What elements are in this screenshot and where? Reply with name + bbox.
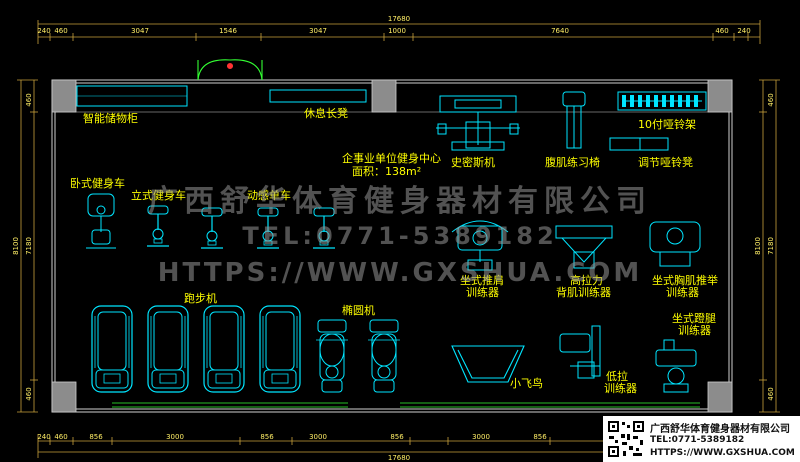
dim-top-3: 1546	[219, 27, 237, 35]
smith-machine	[436, 95, 520, 151]
elliptical-1	[315, 319, 349, 393]
dim-left-3: 460	[25, 387, 33, 400]
lat-pulldown	[555, 225, 613, 269]
dim-bottom-4: 856	[260, 433, 274, 441]
corner-tel: TEL:0771-5389182	[650, 435, 745, 445]
label-ab-bench: 腹肌练习椅	[545, 155, 600, 169]
spin-bike-1	[200, 207, 224, 249]
upright-bike	[146, 205, 170, 247]
recumbent-bike	[86, 193, 116, 249]
dim-right-2: 7180	[767, 237, 775, 255]
label-chest-press-2: 训练器	[666, 285, 699, 299]
spin-bike-2	[256, 207, 280, 249]
center-area: 面积：138m²	[352, 165, 421, 178]
dim-right-1: 8100	[754, 237, 762, 255]
rest-bench	[269, 89, 367, 103]
label-lat-pulldown-1: 高拉力	[570, 273, 603, 287]
smart-locker	[76, 85, 188, 107]
dim-left-2: 7180	[25, 237, 33, 255]
side-dimension-lines	[17, 79, 780, 413]
label-adjustable-bench: 调节哑铃凳	[638, 155, 693, 169]
label-leg-trainer-2: 训练器	[678, 323, 711, 337]
elliptical-2	[367, 319, 401, 393]
label-low-row-1: 低拉	[606, 369, 628, 383]
qr-code-icon[interactable]	[607, 420, 645, 458]
windows-bottom	[112, 402, 700, 408]
dim-top-0: 240	[37, 27, 50, 35]
dim-bottom-3: 3000	[166, 433, 184, 441]
dim-top-8: 240	[737, 27, 750, 35]
label-upright-bike: 立式健身车	[131, 188, 186, 202]
label-seated-shoulder-press-1: 坐式推肩	[460, 273, 504, 287]
dim-bottom-6: 856	[390, 433, 404, 441]
chest-press	[649, 221, 701, 267]
dim-bottom-2: 856	[89, 433, 103, 441]
label-spin-bike: 动感单车	[247, 188, 291, 202]
dim-bottom-total: 17680	[388, 454, 410, 462]
dim-bottom-5: 3000	[309, 433, 327, 441]
cable-crossover	[451, 345, 525, 383]
treadmill-3	[203, 305, 245, 393]
seated-leg-trainer	[655, 339, 697, 393]
dim-bottom-0: 240	[37, 433, 50, 441]
label-lat-pulldown-2: 背肌训练器	[556, 285, 611, 299]
dim-top-7: 460	[715, 27, 728, 35]
treadmill-2	[147, 305, 189, 393]
adjustable-bench	[609, 137, 669, 151]
spin-bike-3	[312, 207, 336, 249]
treadmill-4	[259, 305, 301, 393]
entrance-door	[197, 59, 263, 81]
label-elliptical: 椭圆机	[342, 303, 375, 317]
label-rest-bench: 休息长凳	[304, 106, 348, 120]
label-smart-locker: 智能储物柜	[83, 111, 138, 125]
label-seated-shoulder-press-2: 训练器	[466, 285, 499, 299]
label-dumbbell-rack: 10付哑铃架	[638, 117, 696, 131]
dumbbells	[622, 95, 698, 107]
dim-top-1: 460	[54, 27, 67, 35]
center-name: 企事业单位健身中心	[342, 151, 441, 165]
dim-left-1: 8100	[12, 237, 20, 255]
dim-top-2: 3047	[131, 27, 149, 35]
treadmill-1	[91, 305, 133, 393]
dim-bottom-8: 856	[533, 433, 547, 441]
top-dimension-lines	[37, 20, 761, 44]
dim-right-0: 460	[767, 93, 775, 106]
dim-bottom-7: 3000	[472, 433, 490, 441]
label-low-row-2: 训练器	[604, 381, 637, 395]
low-row	[559, 325, 601, 379]
corner-web: HTTPS://WWW.GXSHUA.COM	[650, 448, 795, 458]
ab-bench	[562, 91, 586, 149]
wall-columns	[51, 79, 733, 413]
label-smith-machine: 史密斯机	[451, 155, 495, 169]
dim-left-0: 460	[25, 93, 33, 106]
label-treadmill: 跑步机	[184, 291, 217, 305]
label-cable-crossover: 小飞鸟	[510, 376, 543, 390]
corner-company-name: 广西舒华体育健身器材有限公司	[650, 424, 790, 435]
dim-top-5: 1000	[388, 27, 406, 35]
label-chest-press-1: 坐式胸肌推举	[652, 273, 718, 287]
seated-shoulder-press	[451, 220, 509, 271]
label-recumbent-bike: 卧式健身车	[70, 176, 125, 190]
label-leg-trainer-1: 坐式蹬腿	[672, 312, 716, 325]
dim-top-4: 3047	[309, 27, 327, 35]
dim-bottom-1: 460	[54, 433, 67, 441]
dim-top-6: 7640	[551, 27, 569, 35]
company-info-box: 广西舒华体育健身器材有限公司 TEL:0771-5389182 HTTPS://…	[603, 416, 800, 462]
dim-top-total: 17680	[388, 15, 410, 23]
dim-right-3: 460	[767, 387, 775, 400]
